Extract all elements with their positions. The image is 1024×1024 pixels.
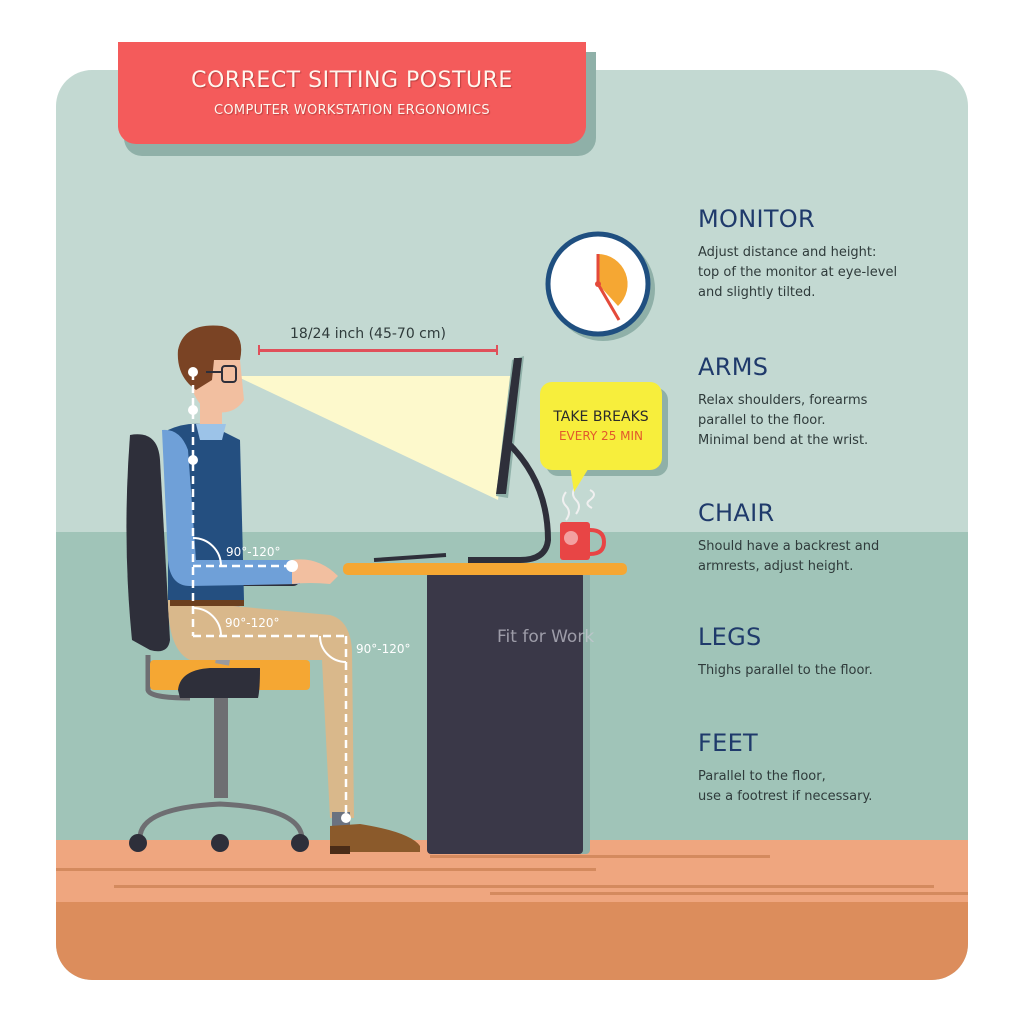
knee-angle-label: 90°-120° [356,642,411,656]
tip-body: Adjust distance and height: top of the m… [698,243,968,303]
viewing-distance-line [258,349,498,352]
floor-line [56,868,596,871]
tip-chair: CHAIR Should have a backrest and armrest… [698,499,968,577]
tip-line: parallel to the floor. [698,413,826,428]
viewing-distance-label: 18/24 inch (45-70 cm) [290,326,446,342]
tip-body: Relax shoulders, forearms parallel to th… [698,391,968,451]
page-title: CORRECT SITTING POSTURE [191,68,513,93]
tip-title: CHAIR [698,499,775,527]
tip-title: FEET [698,729,758,757]
watermark: Fit for Work [497,627,595,647]
tip-line: Minimal bend at the wrist. [698,433,869,448]
desk-icon [343,563,627,854]
tip-line: Should have a backrest and [698,539,880,554]
elbow-angle-label: 90°-120° [226,545,281,559]
sight-cone [236,376,514,500]
floor-base [56,902,968,980]
speech-bubble-tail [570,466,590,492]
hip-angle-label: 90°-120° [225,616,280,630]
take-breaks-interval: EVERY 25 MIN [558,429,644,443]
tip-line: Thighs parallel to the floor. [698,663,873,678]
tip-monitor: MONITOR Adjust distance and height: top … [698,205,968,303]
coffee-mug-icon [560,485,607,560]
tip-line: Relax shoulders, forearms [698,393,868,408]
floor-line [114,885,934,888]
tip-body: Should have a backrest and armrests, adj… [698,537,968,577]
clock-icon [545,231,655,341]
take-breaks-title: TAKE BREAKS [553,409,649,425]
tip-title: ARMS [698,353,769,381]
distance-tick-left [258,345,260,355]
tip-title: LEGS [698,623,762,651]
tip-line: Parallel to the floor, [698,769,826,784]
tip-line: use a footrest if necessary. [698,789,873,804]
tip-legs: LEGS Thighs parallel to the floor. [698,623,968,681]
floor-line [430,855,770,858]
tip-title: MONITOR [698,205,815,233]
keyboard-icon [373,553,447,562]
office-chair-icon [126,434,310,852]
tip-body: Parallel to the floor, use a footrest if… [698,767,968,807]
tip-arms: ARMS Relax shoulders, forearms parallel … [698,353,968,451]
floor-line [490,892,968,895]
tip-line: armrests, adjust height. [698,559,854,574]
title-banner: CORRECT SITTING POSTURE COMPUTER WORKSTA… [118,42,586,144]
monitor-icon [468,356,552,563]
tip-line: Adjust distance and height: [698,245,877,260]
tip-line: and slightly tilted. [698,285,816,300]
take-breaks-bubble: TAKE BREAKS EVERY 25 MIN [540,382,662,470]
posture-guides [191,372,348,815]
tip-feet: FEET Parallel to the floor, use a footre… [698,729,968,807]
distance-tick-right [496,345,498,355]
tip-body: Thighs parallel to the floor. [698,661,968,681]
page-subtitle: COMPUTER WORKSTATION ERGONOMICS [214,103,490,118]
tip-line: top of the monitor at eye-level [698,265,898,280]
